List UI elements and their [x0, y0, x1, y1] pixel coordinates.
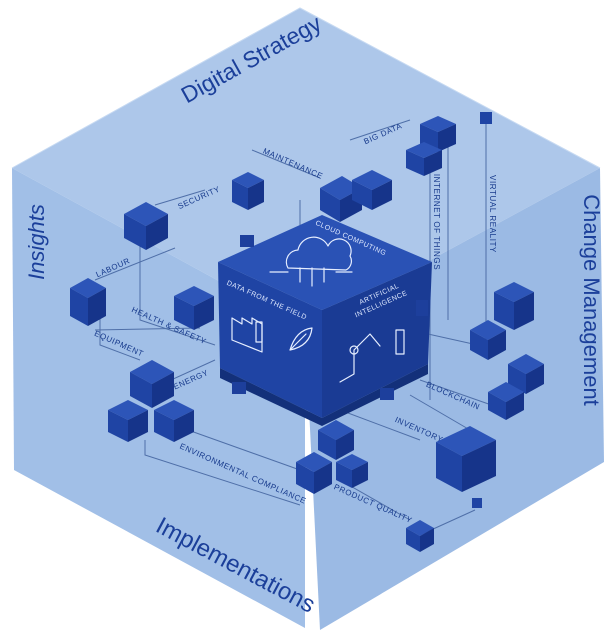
- cube-foot: [232, 382, 246, 394]
- label-internet-of-things: INTERNET OF THINGS: [432, 174, 441, 270]
- factory-icon: [231, 317, 263, 353]
- central-cube-top: [218, 215, 432, 310]
- label-virtual-reality: VIRTUAL REALITY: [488, 175, 497, 253]
- cube-cluster-inventory: [436, 426, 496, 508]
- outer-edge-back: [11, 7, 601, 169]
- cube-cluster-environmental: [296, 420, 368, 494]
- cube-cluster-maintenance: [320, 170, 392, 222]
- cube-cluster-product-quality: [406, 520, 434, 552]
- outer-face-top: [12, 8, 600, 328]
- central-cube-base: [220, 364, 428, 426]
- outer-face-right: [305, 168, 604, 630]
- cube-cluster-blockchain: [488, 354, 544, 420]
- central-cube-left: [218, 262, 322, 418]
- cube-foot: [380, 388, 394, 400]
- cube-cluster-virtual-reality: [470, 282, 534, 360]
- cube-cluster-security: [124, 172, 264, 250]
- cube-cluster-labour: [70, 278, 106, 326]
- robot-arm-icon: [339, 329, 405, 383]
- face-label-right: Change Management: [579, 194, 604, 406]
- leaf-icon: [289, 327, 313, 351]
- cube-cluster-health-safety: [174, 286, 214, 330]
- face-label-left: Insights: [24, 204, 49, 280]
- cube-cluster-big-data: [406, 112, 492, 176]
- cube-cluster-energy: [108, 360, 194, 442]
- cloud-icon: [269, 236, 353, 287]
- central-cube-right: [322, 262, 432, 418]
- cube-foot: [240, 235, 254, 247]
- cube-foot: [416, 300, 428, 316]
- central-cube: CLOUD COMPUTING DATA FROM THE FIELD ARTI…: [218, 215, 432, 426]
